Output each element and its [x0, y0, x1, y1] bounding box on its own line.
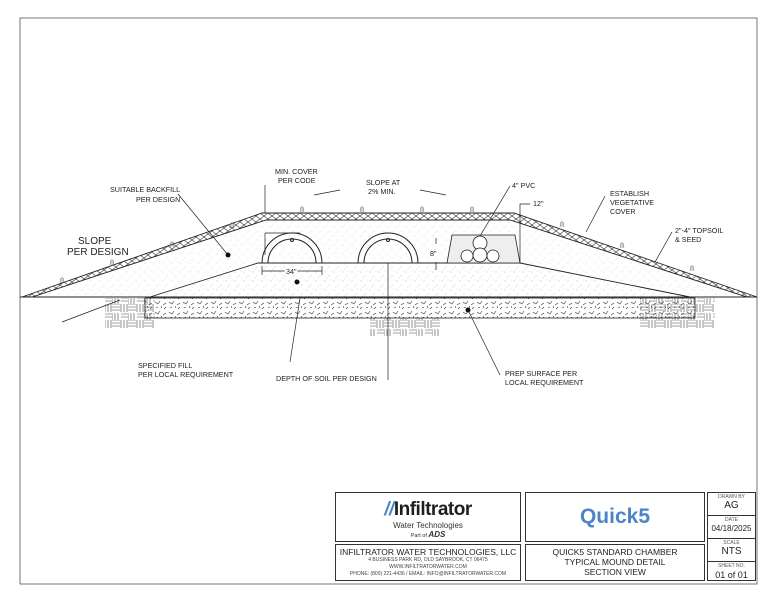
label-suitable-backfill-1: SUITABLE BACKFILL	[110, 185, 180, 194]
label-specified-fill-1: SPECIFIED FILL	[138, 361, 192, 370]
drawn-by-value: AG	[724, 500, 739, 511]
quick5-logo: Quick5	[579, 505, 651, 528]
label-min-cover-1: MIN. COVER	[275, 167, 318, 176]
logo-subtitle: Water Technologies	[393, 521, 463, 530]
label-slope-side-1: SLOPE	[78, 236, 112, 247]
ads-logo: ADS	[428, 530, 446, 539]
label-suitable-backfill-2: PER DESIGN	[136, 195, 180, 204]
title-line-2: TYPICAL MOUND DETAIL	[564, 557, 666, 567]
scale-value: NTS	[721, 546, 742, 557]
label-34in: 34"	[286, 267, 297, 276]
label-min-cover-2: PER CODE	[278, 176, 316, 185]
label-depth-soil: DEPTH OF SOIL PER DESIGN	[276, 374, 377, 383]
company-address: 4 BUSINESS PARK RD, OLD SAYBROOK, CT 064…	[368, 557, 488, 563]
company-name: INFILTRATOR WATER TECHNOLOGIES, LLC	[339, 547, 517, 557]
label-prep-surface-1: PREP SURFACE PER	[505, 369, 577, 378]
callout-dot	[294, 279, 300, 285]
company-website: WWW.INFILTRATORWATER.COM	[389, 564, 467, 570]
callout-dot	[465, 307, 471, 313]
vegetation-marks	[59, 206, 695, 284]
sheet-value: 01 of 01	[715, 570, 748, 580]
callout-dot	[225, 252, 231, 258]
label-8in: 8"	[430, 249, 437, 258]
company-logo-box: //Infiltrator Water Technologies Part of…	[335, 492, 521, 542]
drawn-by-label: DRAWN BY	[718, 494, 745, 500]
company-contact: PHONE: (800) 221-4436 / EMAIL: INFO@INFI…	[349, 571, 507, 577]
label-slope-side-2: PER DESIGN	[67, 247, 129, 258]
infiltrator-logo: //Infiltrator	[384, 499, 472, 520]
label-establish-2: VEGETATIVE	[610, 198, 654, 207]
date-label: DATE	[725, 517, 738, 523]
company-info-box: INFILTRATOR WATER TECHNOLOGIES, LLC 4 BU…	[335, 544, 521, 581]
sheet-border	[19, 17, 758, 585]
label-establish-3: COVER	[610, 207, 636, 216]
logo-part-of: Part of	[410, 533, 427, 539]
scale-label: SCALE	[723, 540, 740, 546]
chamber-2	[357, 232, 419, 264]
date-value: 04/18/2025	[711, 524, 752, 533]
product-logo-box: Quick5	[525, 492, 705, 542]
drawing-title-box: QUICK5 STANDARD CHAMBER TYPICAL MOUND DE…	[525, 544, 705, 581]
label-slope-top-1: SLOPE AT	[366, 178, 401, 187]
label-4in-pvc: 4" PVC	[512, 181, 535, 190]
label-establish-1: ESTABLISH	[610, 189, 649, 198]
label-prep-surface-2: LOCAL REQUIREMENT	[505, 378, 584, 387]
title-line-1: QUICK5 STANDARD CHAMBER	[552, 547, 678, 557]
label-topsoil-1: 2"-4" TOPSOIL	[675, 226, 723, 235]
label-specified-fill-2: PER LOCAL REQUIREMENT	[138, 370, 234, 379]
sheet-label: SHEET NO.	[718, 563, 745, 569]
pvc-pipe-bundle	[446, 234, 521, 264]
leader-lines	[61, 185, 673, 380]
title-line-3: SECTION VIEW	[584, 567, 646, 577]
prep-surface-layer	[144, 297, 696, 319]
label-topsoil-2: & SEED	[675, 235, 701, 244]
callout-labels: SUITABLE BACKFILL PER DESIGN MIN. COVER …	[67, 167, 723, 387]
label-12in: 12"	[533, 199, 544, 208]
label-slope-top-2: 2% MIN.	[368, 187, 396, 196]
